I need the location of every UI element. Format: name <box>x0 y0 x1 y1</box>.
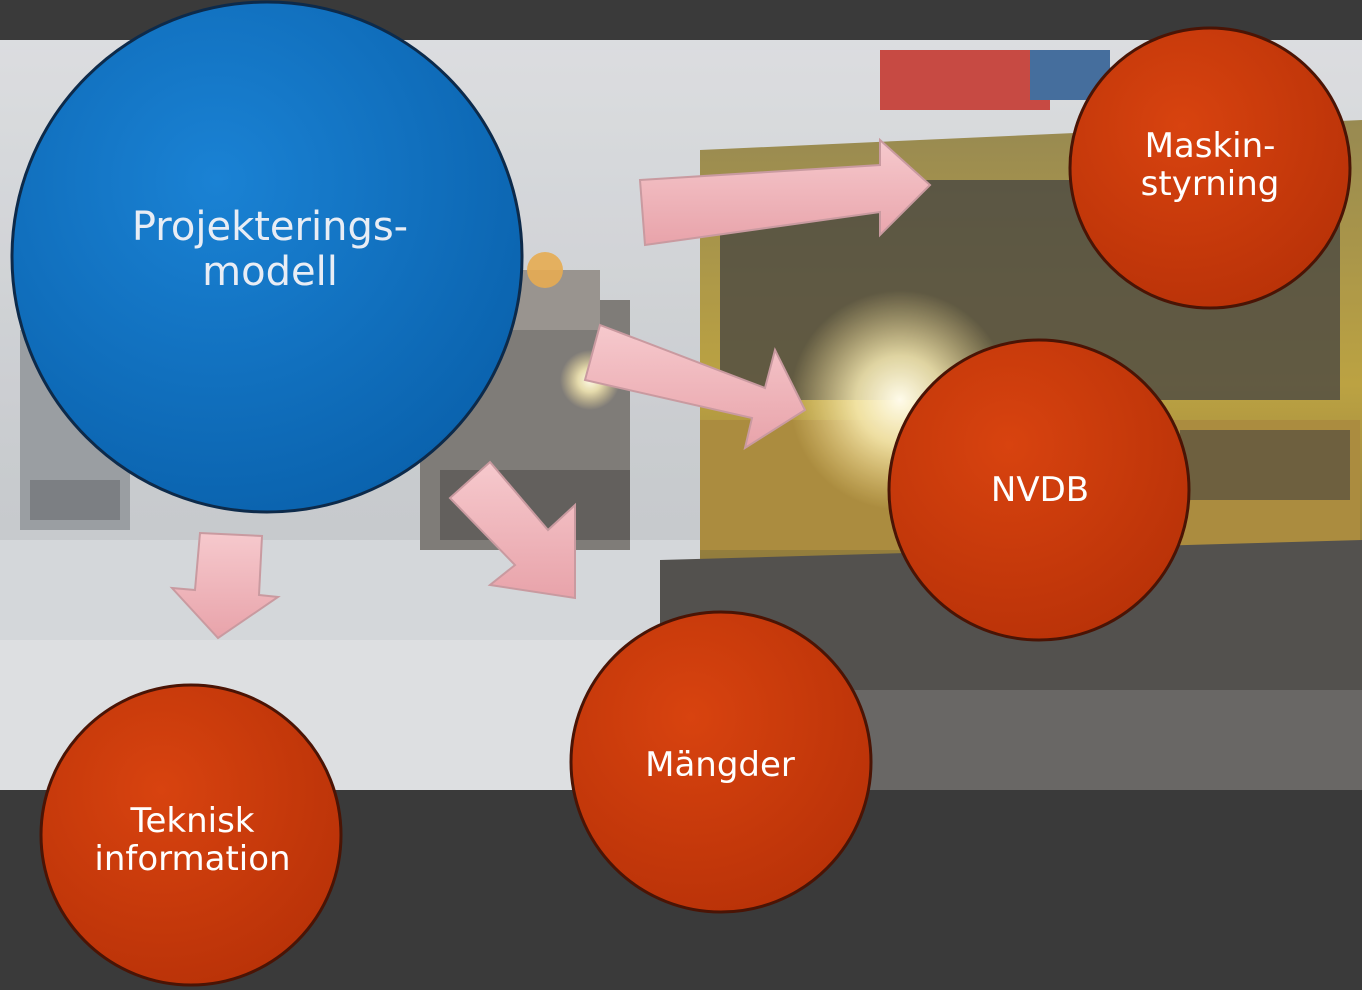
nvdb-node-label: NVDB <box>990 469 1090 510</box>
arrow-to-teknisk <box>169 531 281 640</box>
maskin-node-label: Maskin- styrning <box>1140 125 1280 204</box>
arrow-to-mangder <box>448 460 576 600</box>
mangder-node-label: Mängder <box>645 744 795 785</box>
teknisk-node-circle <box>39 683 343 987</box>
center-node-circle <box>10 0 524 514</box>
nvdb-node-circle <box>887 338 1191 642</box>
mangder-node-circle <box>569 610 873 914</box>
maskin-node-circle <box>1068 26 1352 310</box>
arrow-to-nvdb <box>583 323 807 451</box>
teknisk-node-label: Teknisk information <box>94 800 291 879</box>
center-node-label: Projekterings- modell <box>131 204 409 295</box>
arrow-to-maskin <box>638 137 932 247</box>
